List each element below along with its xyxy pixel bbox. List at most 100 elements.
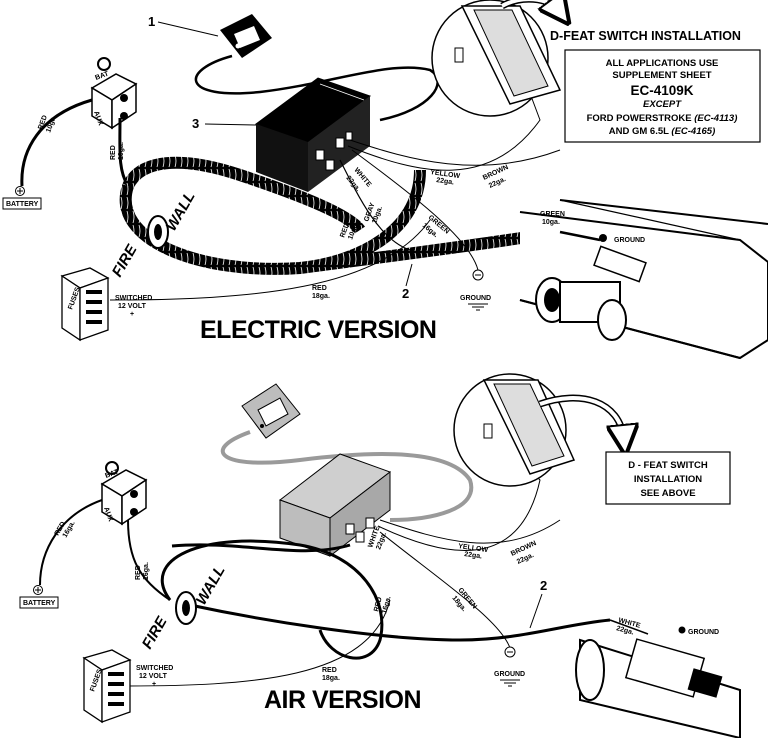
plus-label-electric: + bbox=[130, 311, 134, 318]
ground-bolt-electric bbox=[599, 234, 607, 242]
firewall-grommet-air bbox=[175, 591, 197, 625]
callout-2-electric: 2 bbox=[402, 286, 409, 301]
green-10ga-label: GREEN bbox=[540, 211, 565, 218]
fire-label-air: FIRE bbox=[139, 613, 171, 652]
info-line-3: EC-4109K bbox=[630, 83, 693, 98]
control-module-air bbox=[278, 453, 392, 558]
info-line-1: ALL APPLICATIONS USE bbox=[606, 58, 719, 69]
red-18ga-size-electric: 18ga. bbox=[312, 293, 330, 300]
d-feat-title: D-FEAT SWITCH INSTALLATION bbox=[550, 29, 741, 43]
bat-label-electric: BAT bbox=[94, 70, 110, 82]
wire-loom-upper-electric bbox=[122, 156, 365, 234]
12-volt-label-air: 12 VOLT bbox=[139, 673, 168, 680]
bat-label-air: BAT bbox=[104, 468, 120, 480]
ground-symbol-air bbox=[500, 646, 520, 687]
bottom-box-line-1: D - FEAT SWITCH bbox=[628, 460, 708, 471]
info-line-5: FORD POWERSTROKE (EC-4113) bbox=[587, 113, 738, 124]
aux-label-electric: AUX bbox=[92, 110, 104, 127]
yellow-wire-air bbox=[379, 519, 561, 544]
red-10ga-battery-label: RED bbox=[37, 114, 49, 130]
battery-label-air: BATTERY bbox=[23, 600, 56, 607]
red-18ga-wire-electric bbox=[109, 219, 431, 301]
red-18ga-label-air: RED bbox=[322, 667, 337, 674]
white-22ga-wire-air bbox=[609, 619, 649, 635]
fuse-block-air bbox=[82, 649, 132, 724]
battery-box-air bbox=[19, 596, 59, 609]
ground-label-air: GROUND bbox=[494, 671, 525, 678]
fuel-pump-assembly-electric bbox=[519, 199, 768, 360]
12-volt-label-electric: 12 VOLT bbox=[118, 303, 147, 310]
red-18ga-size-air: 18ga. bbox=[322, 675, 340, 682]
green-wire-air bbox=[379, 531, 511, 649]
ground-label-electric-2: GROUND bbox=[614, 237, 645, 244]
red-16ga-vertical-label: RED bbox=[135, 565, 142, 580]
switched-label-electric: SWITCHED bbox=[115, 295, 152, 302]
callout-2-air: 2 bbox=[540, 578, 547, 593]
ground-bolt-air bbox=[678, 626, 686, 634]
wall-label-electric: WALL bbox=[163, 189, 199, 234]
white-wire-electric bbox=[339, 159, 411, 251]
bottom-box-line-3: SEE ABOVE bbox=[640, 488, 695, 499]
red-16ga-module-label: RED bbox=[373, 596, 384, 612]
red-10ga-module-label: RED bbox=[339, 222, 351, 238]
electric-version-title: ELECTRIC VERSION bbox=[200, 316, 436, 344]
yellow-size-electric: 22ga. bbox=[436, 177, 455, 186]
yellow-size-air: 22ga. bbox=[464, 551, 483, 560]
control-module-electric bbox=[254, 77, 372, 192]
dash-switch-air bbox=[241, 383, 301, 439]
d-feat-detail-bottom bbox=[453, 373, 576, 487]
callout-3: 3 bbox=[192, 116, 199, 131]
battery-cable-electric bbox=[20, 98, 93, 187]
wall-label-air: WALL bbox=[193, 563, 229, 608]
brown-wire-air bbox=[377, 429, 541, 551]
battery-box-electric bbox=[2, 197, 42, 210]
fuel-solenoid-air bbox=[575, 638, 741, 740]
battery-cable-air bbox=[39, 499, 103, 586]
info-line-4: EXCEPT bbox=[643, 99, 682, 110]
air-version-title: AIR VERSION bbox=[264, 686, 421, 714]
info-line-2: SUPPLEMENT SHEET bbox=[612, 70, 711, 81]
callout-1-leader bbox=[157, 21, 219, 37]
green-wire-electric bbox=[351, 149, 479, 271]
ground-label-air-2: GROUND bbox=[688, 629, 719, 636]
firewall-grommet-electric bbox=[147, 215, 169, 249]
callout-2-electric-leader bbox=[405, 263, 413, 287]
callout-1: 1 bbox=[148, 14, 155, 29]
dash-switch-electric bbox=[220, 14, 272, 58]
arrow-top bbox=[501, 0, 560, 12]
info-line-6: AND GM 6.5L (EC-4165) bbox=[609, 126, 715, 137]
red-18ga-label-electric: RED bbox=[312, 285, 327, 292]
wire-harness-upper-air bbox=[171, 543, 351, 553]
red-10ga-vertical-size: 10ga. bbox=[118, 142, 125, 160]
yellow-label-electric: YELLOW bbox=[430, 169, 461, 180]
aux-label-air: AUX bbox=[102, 506, 114, 523]
switched-label-air: SWITCHED bbox=[136, 665, 173, 672]
plus-label-air: + bbox=[152, 681, 156, 688]
ground-label-electric: GROUND bbox=[460, 295, 491, 302]
red-10ga-vertical-label: RED bbox=[110, 145, 117, 160]
white-size-air-2: 22ga. bbox=[615, 625, 634, 636]
callout-2-air-leader bbox=[529, 593, 543, 629]
green-10ga-size: 10ga. bbox=[542, 219, 560, 226]
arrow-bottom bbox=[539, 396, 624, 440]
bottom-info-box bbox=[605, 451, 731, 505]
bottom-box-line-2: INSTALLATION bbox=[634, 474, 702, 485]
fuse-block-electric bbox=[60, 267, 110, 342]
ground-symbol-electric bbox=[468, 269, 488, 311]
red-16ga-module-size: 16ga. bbox=[381, 595, 392, 614]
wire-harness-air bbox=[160, 539, 611, 660]
brown-wire-electric bbox=[347, 39, 541, 171]
switch-cable-electric bbox=[194, 54, 439, 122]
callout-3-leader bbox=[204, 123, 257, 126]
info-box bbox=[564, 49, 761, 143]
green-10ga-wire bbox=[559, 230, 601, 242]
d-feat-detail-top bbox=[431, 0, 562, 117]
switch-cable-air bbox=[220, 430, 474, 522]
yellow-wire-electric bbox=[349, 139, 561, 166]
fire-label-electric: FIRE bbox=[109, 241, 141, 280]
battery-label-electric: BATTERY bbox=[6, 201, 39, 208]
red-16ga-vertical-size: 16ga. bbox=[143, 562, 150, 580]
breaker-lead-air bbox=[127, 519, 171, 601]
circuit-breaker-electric: BAT AUX bbox=[90, 57, 138, 130]
